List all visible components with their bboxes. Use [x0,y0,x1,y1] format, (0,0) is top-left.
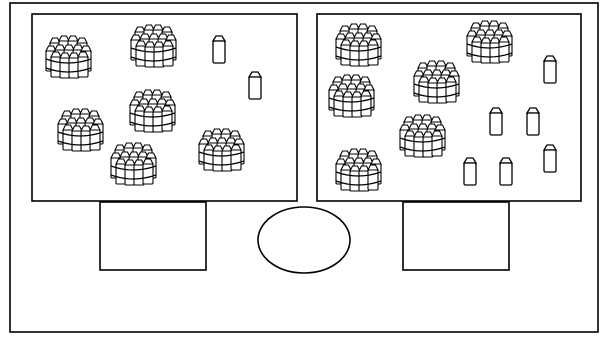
bundle-of-cylinders-icon [336,24,381,66]
single-cylinder-icon [527,108,539,135]
bundle-of-cylinders-icon [414,61,459,103]
single-cylinder-icon [500,158,512,185]
bundle-of-cylinders-icon [400,115,445,157]
bundle-of-cylinders-icon [467,21,512,63]
bundle-of-cylinders-icon [329,75,374,117]
right-rectangle [403,202,509,270]
single-cylinder-icon [249,72,261,99]
bundle-of-cylinders-icon [111,143,156,185]
center-ellipse [258,207,350,273]
left-rectangle [100,202,206,270]
bundle-of-cylinders-icon [46,36,91,78]
single-cylinder-icon [213,36,225,63]
single-cylinder-icon [544,56,556,83]
bundle-of-cylinders-icon [131,25,176,67]
single-cylinder-icon [464,158,476,185]
bundle-of-cylinders-icon [130,90,175,132]
bundle-of-cylinders-icon [336,149,381,191]
bundle-of-cylinders-icon [199,129,244,171]
bundle-of-cylinders-icon [58,109,103,151]
single-cylinder-icon [490,108,502,135]
single-cylinder-icon [544,145,556,172]
